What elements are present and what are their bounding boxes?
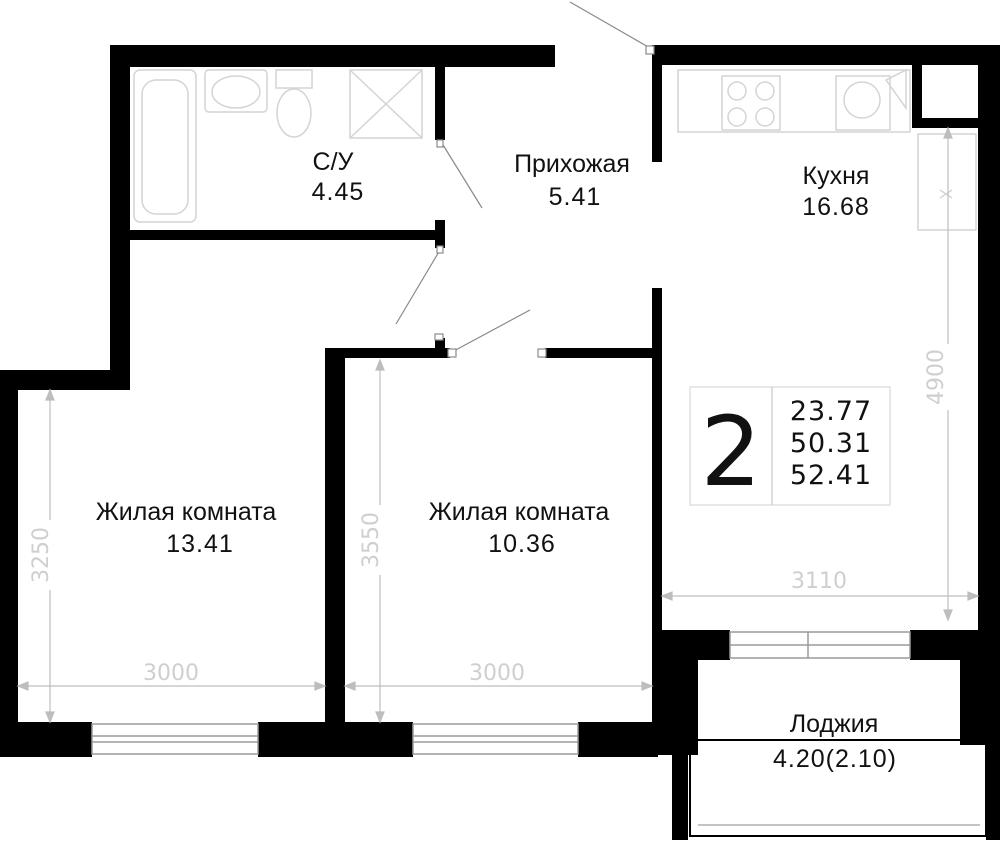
total-area-value: 50.31 <box>790 428 872 459</box>
room-count: 2 <box>700 396 761 508</box>
hallway-label: Прихожая <box>514 150 630 178</box>
toilet-icon <box>275 69 313 89</box>
kitchen-sink-icon <box>835 75 891 131</box>
kitchen-label: Кухня <box>803 162 870 190</box>
kitchen-width-dimension: 3110 <box>791 569 847 594</box>
hallway-area: 5.41 <box>549 183 602 211</box>
room2-width-dimension: 3000 <box>469 661 525 686</box>
bathroom-area: 4.45 <box>312 178 365 206</box>
fridge-icon <box>917 133 977 231</box>
entrance-door <box>569 1 651 49</box>
shower-icon <box>349 69 423 139</box>
living-room-2-area: 10.36 <box>488 530 556 558</box>
room1-door <box>395 249 441 325</box>
kitchen-area: 16.68 <box>802 193 870 221</box>
living-room-1-label: Жилая комната <box>96 498 277 526</box>
loggia-area: 4.20(2.10) <box>773 745 897 773</box>
total-area-with-loggia-value: 52.41 <box>790 460 872 491</box>
bathroom-label: С/У <box>313 148 354 176</box>
sink-icon <box>204 69 268 113</box>
room1-width-dimension: 3000 <box>143 661 199 686</box>
walls <box>0 45 1000 840</box>
loggia-label: Лоджия <box>790 710 879 738</box>
room2-height-dimension: 3550 <box>359 512 384 568</box>
loggia-frame <box>689 739 987 837</box>
bathtub-icon <box>133 69 197 223</box>
living-area-value: 23.77 <box>790 396 872 427</box>
kitchen-height-dimension: 4900 <box>924 349 949 405</box>
room2-door <box>451 309 531 353</box>
living-room-1-area: 13.41 <box>166 530 234 558</box>
bathroom-door <box>439 139 483 209</box>
stove-icon <box>721 75 781 131</box>
room1-height-dimension: 3250 <box>29 527 54 583</box>
living-room-2-label: Жилая комната <box>429 498 610 526</box>
bathroom-fixtures <box>133 69 423 223</box>
kitchen-fixtures <box>677 68 977 231</box>
doors <box>395 1 655 358</box>
summary-box: 2 23.77 50.31 52.41 <box>689 386 891 508</box>
windows <box>91 631 911 755</box>
counter <box>677 69 911 133</box>
